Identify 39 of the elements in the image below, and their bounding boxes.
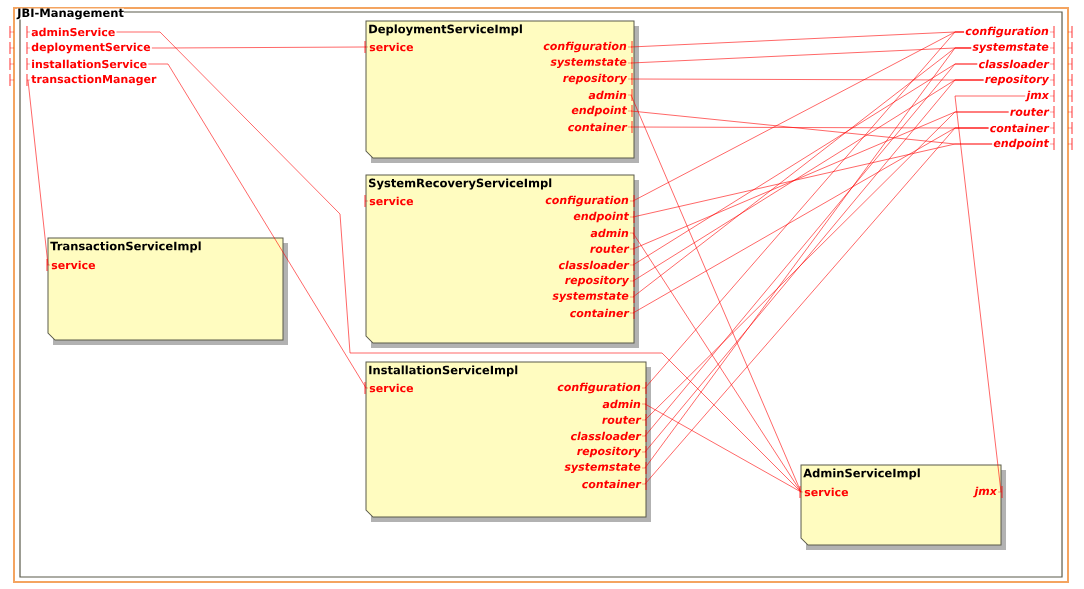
reference-port: classloader <box>570 429 647 443</box>
reference-port: admin <box>602 397 647 411</box>
connector <box>644 127 989 485</box>
reference-port: router <box>602 413 647 427</box>
connector <box>632 143 993 218</box>
reference-port: container <box>568 120 633 134</box>
connector <box>630 94 802 493</box>
connector <box>644 31 965 389</box>
reference-port: container <box>570 306 635 320</box>
reference-port: jmx <box>973 485 1003 499</box>
reference-port: admin <box>588 88 633 102</box>
reference-port: systemstate <box>552 290 635 304</box>
reference-port: admin <box>590 226 635 240</box>
connector <box>116 31 802 493</box>
reference-port: endpoint <box>571 104 633 118</box>
connector <box>954 95 1026 493</box>
reference-port: router <box>590 242 635 256</box>
reference-port: configuration <box>543 40 633 54</box>
connector <box>644 403 802 493</box>
reference-port: repository <box>565 274 635 288</box>
service-port: service <box>799 485 849 499</box>
connector <box>27 79 49 266</box>
reference-port: configuration <box>545 194 635 208</box>
reference-port: endpoint <box>573 210 635 224</box>
connector <box>632 232 802 493</box>
service-port: service <box>364 194 414 208</box>
connector <box>151 46 367 49</box>
service-port: service <box>364 40 414 54</box>
reference-port: container <box>582 477 647 491</box>
reference-port: systemstate <box>564 461 647 475</box>
reference-port: repository <box>577 445 647 459</box>
connector <box>644 111 1009 421</box>
service-port: service <box>46 258 96 272</box>
reference-port: configuration <box>557 381 647 395</box>
reference-port: classloader <box>558 258 635 272</box>
reference-port: systemstate <box>550 56 633 70</box>
service-port: service <box>364 381 414 395</box>
connector <box>148 63 367 389</box>
reference-port: repository <box>563 72 633 86</box>
